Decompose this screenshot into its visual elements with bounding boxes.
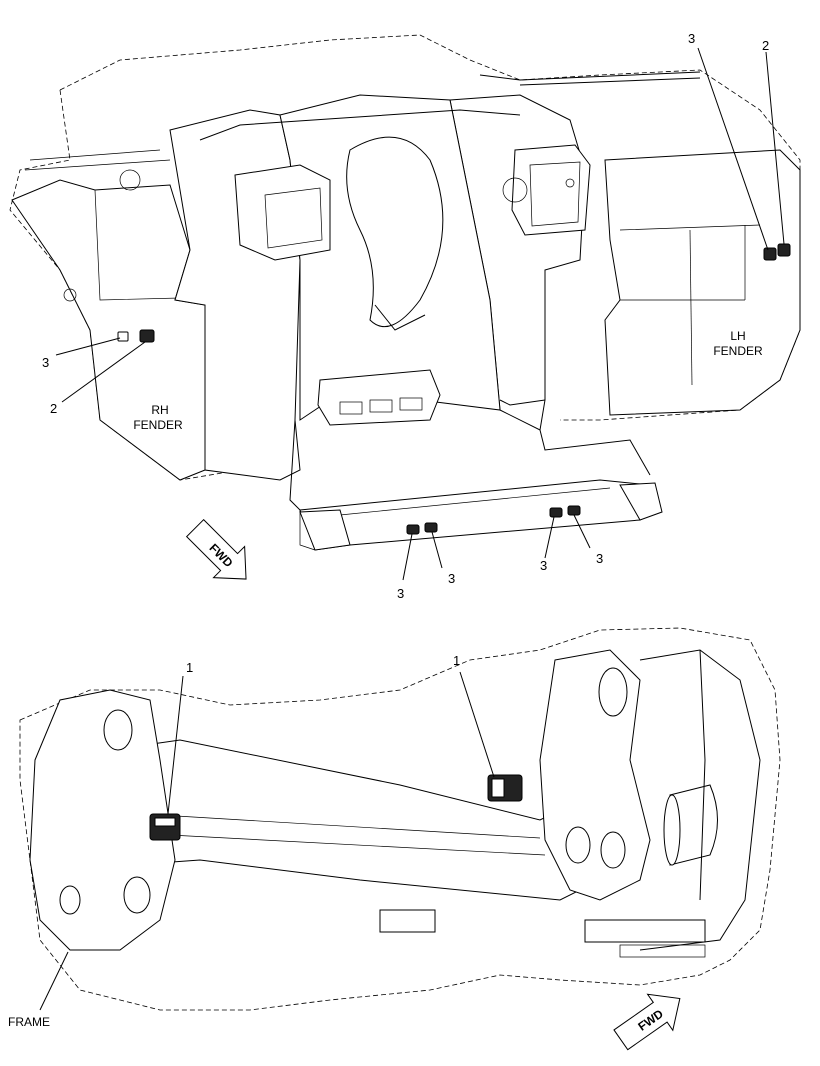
top-view: 3 2 3 2 3 3 3 3 RH FENDER LH FENDER FWD [9,31,801,601]
callout-2: 2 [50,401,57,416]
callout-1: 1 [186,660,193,675]
lh-fender-panel [604,149,801,416]
frame-cylinder [669,784,718,866]
frame-outline [19,627,781,1011]
rh-fender-panel [11,179,206,481]
callout-3: 3 [596,551,603,566]
rear-light-3b [424,522,438,533]
rh-light-3 [117,331,129,342]
callout-3: 3 [448,571,455,586]
left-mount-box [234,164,331,261]
fwd-arrow-icon: FWD [185,518,247,580]
callout-2: 2 [762,38,769,53]
rh-light-2 [139,329,155,343]
bottom-view: 1 1 FRAME FWD [8,627,781,1051]
callout-1: 1 [453,653,460,668]
fwd-arrow-icon: FWD [613,993,681,1051]
center-control-box [317,369,441,426]
callout-3: 3 [540,558,547,573]
frame-left-tower [29,689,176,951]
lh-light-2 [777,243,791,257]
lh-fender-label: LH [730,329,745,343]
rh-fender-label: RH [151,403,168,417]
callout-3: 3 [688,31,695,46]
rear-light-3c [549,507,563,518]
rear-cross-member [299,479,661,551]
lh-fender-label: FENDER [713,344,763,358]
rear-light-3a [406,524,420,535]
rear-light-3d [567,505,581,516]
callout-3: 3 [397,586,404,601]
frame-label: FRAME [8,1015,50,1029]
rh-fender-label: FENDER [133,418,183,432]
callout-3: 3 [42,355,49,370]
frame-right-tower [539,649,651,901]
lh-light-3 [763,247,777,261]
